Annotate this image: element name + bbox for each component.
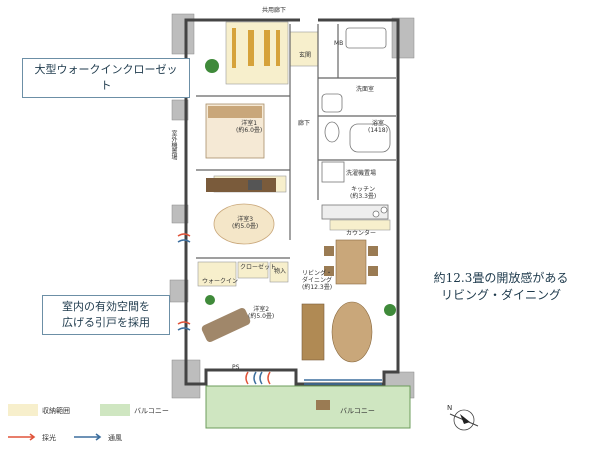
legend-ventilation-label: 通風 <box>108 434 122 442</box>
desk <box>206 178 276 192</box>
sofa <box>301 301 373 363</box>
label-closet: クローゼット <box>240 264 277 271</box>
western2-text: 洋室2 (約5.0畳) <box>248 306 275 320</box>
window-sashes <box>304 379 382 385</box>
label-western3: 洋室3 (約5.0畳) <box>232 216 258 230</box>
closet-shelves <box>232 28 280 68</box>
legend-arrows <box>8 433 102 441</box>
label-washroom: 洗面室 <box>356 86 375 93</box>
legend-storage-swatch <box>8 404 38 416</box>
label-ps: PS <box>232 364 240 371</box>
balcony-area <box>205 385 411 429</box>
label-kitchen: キッチン (約3.3畳) <box>350 186 376 200</box>
legend-storage-label: 収納範囲 <box>42 407 70 415</box>
light-arrows <box>177 233 271 385</box>
callout-sliding-doors: 室内の有効空間を 広げる引戸を採用 <box>42 295 170 335</box>
western1-text: 洋室1 (約6.0畳) <box>236 120 263 134</box>
sliding-doors-text: 室内の有効空間を 広げる引戸を採用 <box>62 300 150 329</box>
label-washer: 洗濯機置場 <box>346 170 377 177</box>
label-living: リビング・ ダイニング (約12.3畳) <box>302 270 332 291</box>
callout-living-dining: 約12.3畳の開放感がある リビング・ダイニング <box>416 270 586 304</box>
vent-arrows <box>177 239 263 385</box>
compass-icon <box>449 409 479 431</box>
label-western1: 洋室1 (約6.0畳) <box>236 120 262 134</box>
label-corridor: 廊下 <box>298 120 311 127</box>
label-walkin: ウォークイン <box>202 278 239 285</box>
inner-walls <box>196 24 396 259</box>
label-entrance: 玄関 <box>299 52 312 59</box>
legend-balcony-label: バルコニー <box>134 407 169 415</box>
label-storage: 物入 <box>274 268 287 275</box>
lounge-chair <box>201 308 251 342</box>
walls <box>184 18 400 386</box>
label-western2: 洋室2 (約5.0畳) <box>248 306 274 320</box>
bath-text: 浴室 (1418) <box>368 120 388 134</box>
label-shared-corridor: 共用廊下 <box>262 7 287 14</box>
living-dining-text: 約12.3畳の開放感がある リビング・ダイニング <box>433 271 569 302</box>
callout-walk-in-closet: 大型ウォークインクローゼット <box>22 58 190 98</box>
living-text: リビング・ ダイニング (約12.3畳) <box>302 270 333 291</box>
label-balcony: バルコニー <box>340 407 375 415</box>
western3-text: 洋室3 (約5.0畳) <box>232 216 259 230</box>
balcony-table <box>316 400 330 410</box>
rug <box>213 203 275 245</box>
label-outdoor-unit: 室外機置場 <box>170 130 177 160</box>
label-mb: MB <box>334 40 344 47</box>
bed <box>205 103 265 159</box>
compass-label: N <box>447 404 453 412</box>
label-bath: 浴室 (1418) <box>368 120 388 134</box>
dining-table <box>324 239 378 285</box>
kitchen-text: キッチン (約3.3畳) <box>350 186 377 200</box>
legend-light-label: 採光 <box>42 434 56 442</box>
legend-balcony-swatch <box>100 404 130 416</box>
fixtures <box>321 27 391 220</box>
label-counter: カウンター <box>346 230 377 237</box>
